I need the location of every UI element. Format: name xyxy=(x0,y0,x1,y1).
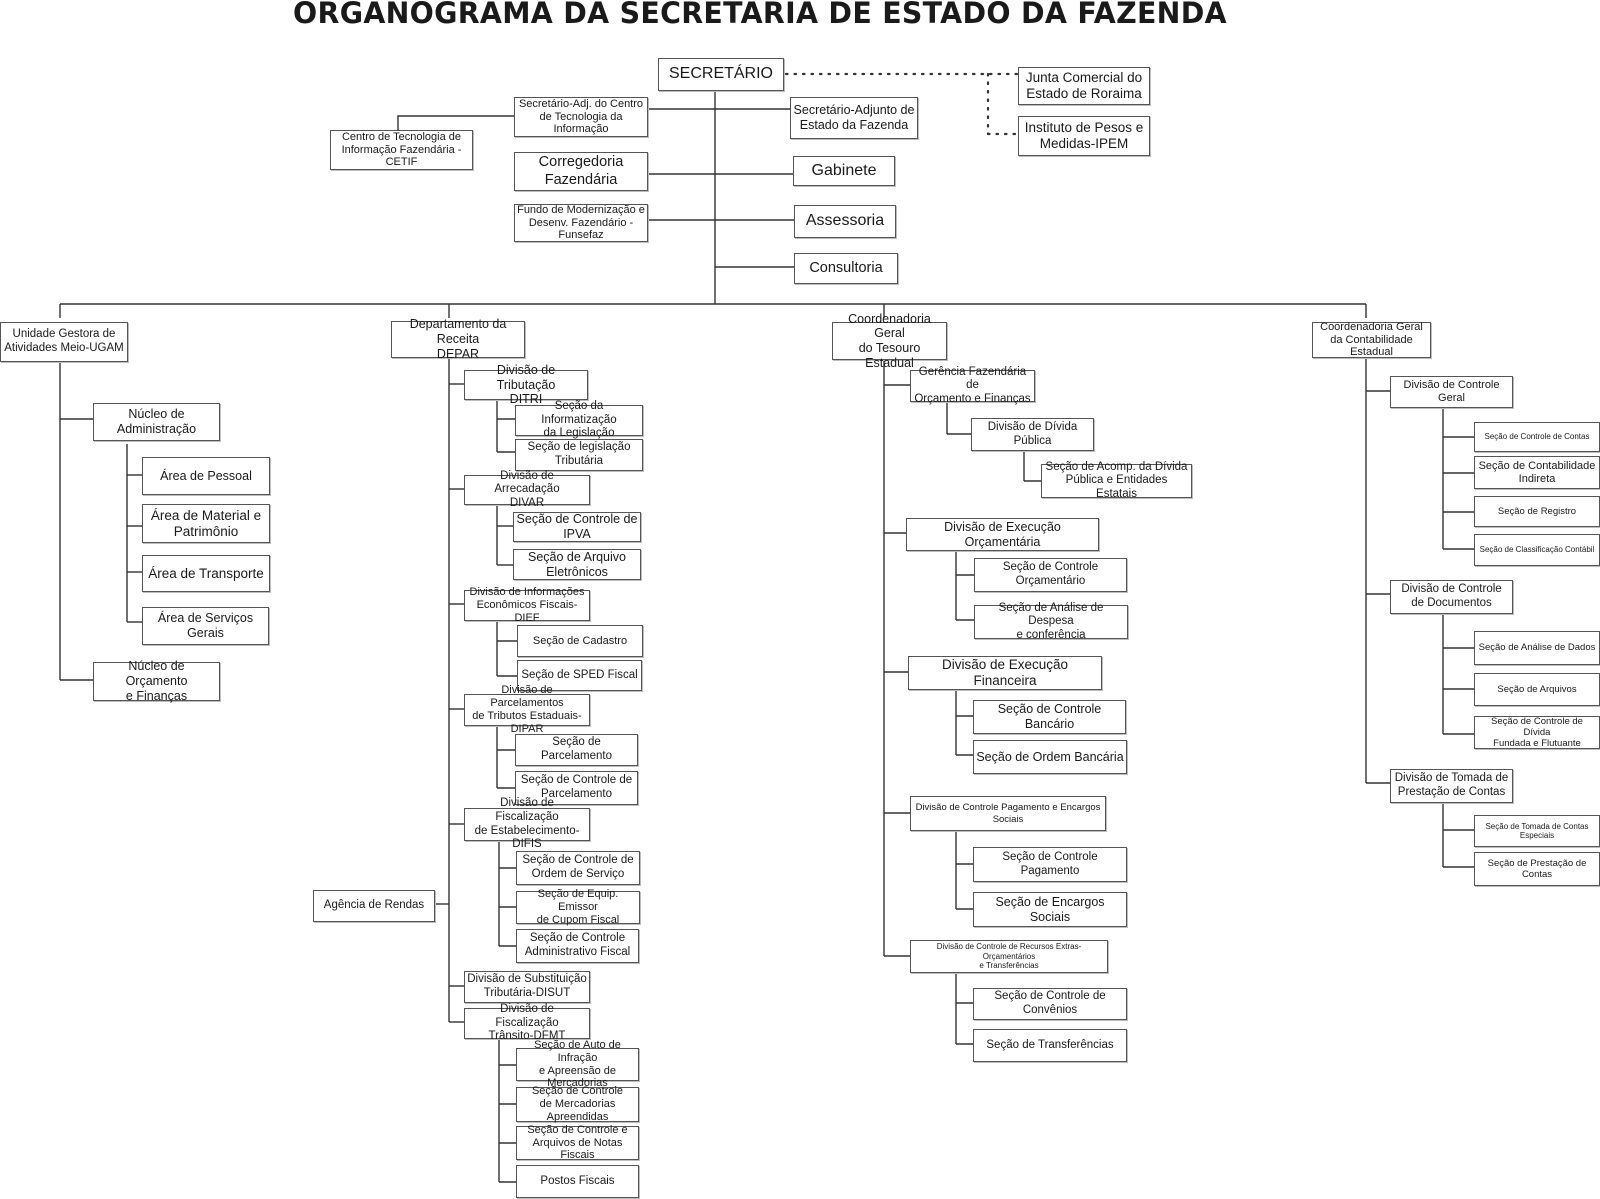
node-sec-controle-contas: Seção de Controle de Contas xyxy=(1474,422,1600,452)
node-sec-contabilidade-indireta: Seção de Contabilidade Indireta xyxy=(1474,456,1600,489)
node-area-material: Área de Material e Patrimônio xyxy=(142,504,270,543)
node-sec-mercadorias: Seção de Controle de Mercadorias Apreend… xyxy=(516,1085,639,1123)
node-area-servicos-gerais: Área de Serviços Gerais xyxy=(142,607,269,645)
node-secretario-adj-fazenda: Secretário-Adjunto de Estado da Fazenda xyxy=(790,97,918,139)
node-sec-encargos-sociais: Seção de Encargos Sociais xyxy=(973,892,1127,927)
node-secretario: SECRETÁRIO xyxy=(658,58,784,91)
node-sec-controle-ipva: Seção de Controle de IPVA xyxy=(513,512,641,542)
node-sec-tomada-contas-especiais: Seção de Tomada de Contas Especiais xyxy=(1474,815,1600,847)
node-assessoria: Assessoria xyxy=(794,205,896,238)
node-funsefaz: Fundo de Modernização e Desenv. Fazendár… xyxy=(514,204,648,242)
node-cetif: Centro de Tecnologia de Informação Fazen… xyxy=(330,130,473,170)
node-div-controle-geral: Divisão de Controle Geral xyxy=(1390,376,1513,408)
node-gabinete: Gabinete xyxy=(793,156,895,186)
node-div-tomada-contas: Divisão de Tomada de Prestação de Contas xyxy=(1390,769,1513,803)
node-sec-prestacao-contas: Seção de Prestação de Contas xyxy=(1474,852,1600,886)
node-area-transporte: Área de Transporte xyxy=(142,555,270,592)
node-nucleo-administracao: Núcleo de Administração xyxy=(93,403,220,441)
node-sec-divida-fundada: Seção de Controle de Dívida Fundada e Fl… xyxy=(1474,716,1600,749)
node-nucleo-orcamento: Núcleo de Orçamento e Finanças xyxy=(93,659,220,703)
node-sec-arquivos: Seção de Arquivos xyxy=(1474,673,1600,706)
node-sec-notas-fiscais: Seção de Controle e Arquivos de Notas Fi… xyxy=(516,1124,639,1161)
node-depar: Departamento da Receita DEPAR xyxy=(391,317,525,361)
node-divar: Divisão de Arrecadação DIVAR xyxy=(464,470,590,509)
node-agencia-rendas: Agência de Rendas xyxy=(313,890,435,922)
node-sec-acomp-divida: Seção de Acomp. da Dívida Pública e Enti… xyxy=(1041,461,1192,500)
node-sec-ordem-servico: Seção de Controle de Ordem de Serviço xyxy=(516,851,640,885)
node-postos-fiscais: Postos Fiscais xyxy=(516,1165,639,1198)
node-junta-comercial: Junta Comercial do Estado de Roraima xyxy=(1018,67,1150,105)
node-div-controle-documentos: Divisão de Controle de Documentos xyxy=(1390,580,1513,614)
node-ditri: Divisão de Tributação DITRI xyxy=(464,363,588,406)
node-sec-parcelamento: Seção de Parcelamento xyxy=(515,734,638,766)
node-sec-sped-fiscal: Seção de SPED Fiscal xyxy=(517,660,642,691)
node-cgce: Coordenadoria Geral da Contabilidade Est… xyxy=(1312,321,1431,358)
node-area-pessoal: Área de Pessoal xyxy=(142,457,270,495)
node-dfmt: Divisão de Fiscalização Trânsito-DFMT xyxy=(464,1003,590,1042)
node-sec-controle-pagamento: Seção de Controle Pagamento xyxy=(973,847,1127,882)
node-sec-controle-orcamentario: Seção de Controle Orçamentário xyxy=(974,558,1127,592)
node-consultoria: Consultoria xyxy=(794,253,898,284)
node-ugam: Unidade Gestora de Atividades Meio-UGAM xyxy=(0,322,128,362)
node-sec-equip-emissor: Seção de Equip. Emissor de Cupom Fiscal xyxy=(516,888,640,926)
node-secretario-adj-cti: Secretário-Adj. do Centro de Tecnologia … xyxy=(514,97,648,137)
node-sec-controle-bancario: Seção de Controle Bancário xyxy=(973,700,1126,734)
node-difis: Divisão de Fiscalização de Estabelecimen… xyxy=(464,797,590,850)
node-sec-controle-convenios: Seção de Controle de Convênios xyxy=(973,988,1127,1020)
node-dief: Divisão de Informações Econômicos Fiscai… xyxy=(464,586,590,624)
node-cgte: Coordenadoria Geral do Tesouro Estadual xyxy=(832,312,947,370)
node-sec-controle-adm-fiscal: Seção de Controle Administrativo Fiscal xyxy=(516,929,639,963)
node-sec-arquivo-eletronicos: Seção de Arquivo Eletrônicos xyxy=(513,549,641,580)
node-corregedoria: Corregedoria Fazendária xyxy=(514,152,648,191)
node-sec-registro: Seção de Registro xyxy=(1474,496,1600,527)
node-sec-analise-dados: Seção de Análise de Dados xyxy=(1474,631,1600,665)
node-gerencia-fazendaria: Gerência Fazendária de Orçamento e Finan… xyxy=(910,366,1035,405)
node-div-divida-publica: Divisão de Dívida Pública xyxy=(971,418,1094,451)
node-sec-auto-infracao: Seção de Auto de Infração e Apreensão de… xyxy=(516,1039,639,1089)
node-sec-legislacao-tributaria: Seção de legislação Tributária xyxy=(515,439,643,471)
chart-title: ORGANOGRAMA DA SECRETARIA DE ESTADO DA F… xyxy=(293,0,1227,30)
node-sec-transferencias: Seção de Transferências xyxy=(973,1029,1127,1062)
node-dipar: Divisão de Parcelamentos de Tributos Est… xyxy=(464,684,590,735)
node-sec-ordem-bancaria: Seção de Ordem Bancária xyxy=(973,740,1127,774)
node-div-controle-pagamento: Divisão de Controle Pagamento e Encargos… xyxy=(910,796,1106,831)
node-sec-analise-despesa: Seção de Análise de Despesa e conferênci… xyxy=(974,602,1128,641)
node-div-recursos-extras: Divisão de Controle de Recursos Extras-O… xyxy=(910,940,1108,973)
node-div-execucao-financeira: Divisão de Execução Financeira xyxy=(908,656,1102,690)
node-sec-controle-parcelamento: Seção de Controle de Parcelamento xyxy=(515,771,638,805)
node-ipem: Instituto de Pesos e Medidas-IPEM xyxy=(1018,116,1150,156)
node-sec-classificacao-contabil: Seção de Classificação Contábil xyxy=(1474,534,1600,566)
node-sec-cadastro: Seção de Cadastro xyxy=(517,625,643,657)
node-sec-informatizacao-legislacao: Seção da Informatização da Legislação xyxy=(515,400,643,439)
node-disut: Divisão de Substituição Tributária-DISUT xyxy=(464,971,590,1003)
node-div-execucao-orcamentaria: Divisão de Execução Orçamentária xyxy=(906,518,1099,551)
